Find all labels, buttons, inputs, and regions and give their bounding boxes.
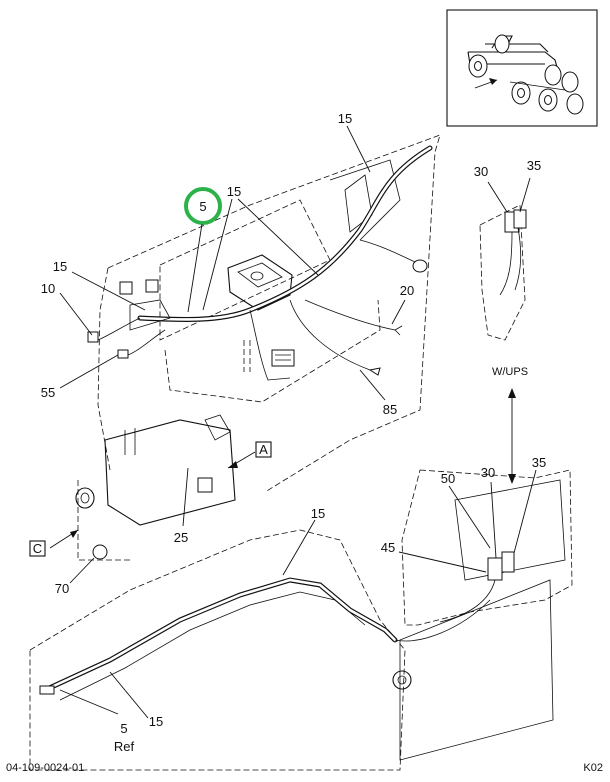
- box-arrows: [49, 451, 256, 549]
- callout-50: 50: [441, 471, 455, 486]
- callout-15-top: 15: [338, 111, 352, 126]
- leader-lines: [59, 125, 537, 719]
- callout-15-upper: 15: [227, 184, 241, 199]
- locator-inset: [446, 9, 598, 127]
- callout-5-circled: 5: [199, 199, 206, 214]
- double-headed-arrow-icon: [508, 388, 516, 484]
- variant-label: W/UPS: [492, 366, 528, 378]
- box-c-label: C: [33, 541, 42, 556]
- box-a: [255, 441, 272, 458]
- callout-70: 70: [55, 581, 69, 596]
- upper-harness: [129, 145, 433, 381]
- callout-20: 20: [400, 283, 414, 298]
- direction-arrow-icon: [474, 78, 498, 89]
- frame-rail: [392, 469, 573, 761]
- callout-15-bottom: 15: [311, 506, 325, 521]
- lower-chassis: [29, 529, 491, 771]
- footer-sheet-code: K02: [583, 762, 603, 774]
- box-a-label: A: [259, 442, 268, 457]
- left-components: [75, 279, 236, 561]
- callout-10: 10: [41, 281, 55, 296]
- callout-5-bottom: 5: [120, 721, 127, 736]
- callout-30-upper: 30: [474, 164, 488, 179]
- box-c: [29, 540, 46, 557]
- callout-30-lower: 30: [481, 465, 495, 480]
- callout-85: 85: [383, 402, 397, 417]
- truck-chassis-locator-icon: [467, 34, 584, 115]
- callout-55: 55: [41, 385, 55, 400]
- callout-35-upper: 35: [527, 158, 541, 173]
- callout-15-bottom-right: 15: [149, 714, 163, 729]
- highlight-circle: [184, 187, 222, 225]
- ups-connector-upper: [479, 204, 527, 341]
- callout-ref: Ref: [114, 739, 135, 754]
- callout-25: 25: [174, 530, 188, 545]
- callout-15-left: 15: [53, 259, 67, 274]
- cab-panel: [97, 134, 441, 493]
- callout-45: 45: [381, 540, 395, 555]
- callout-35-lower: 35: [532, 455, 546, 470]
- footer-drawing-number: 04-109-0024-01: [6, 762, 84, 774]
